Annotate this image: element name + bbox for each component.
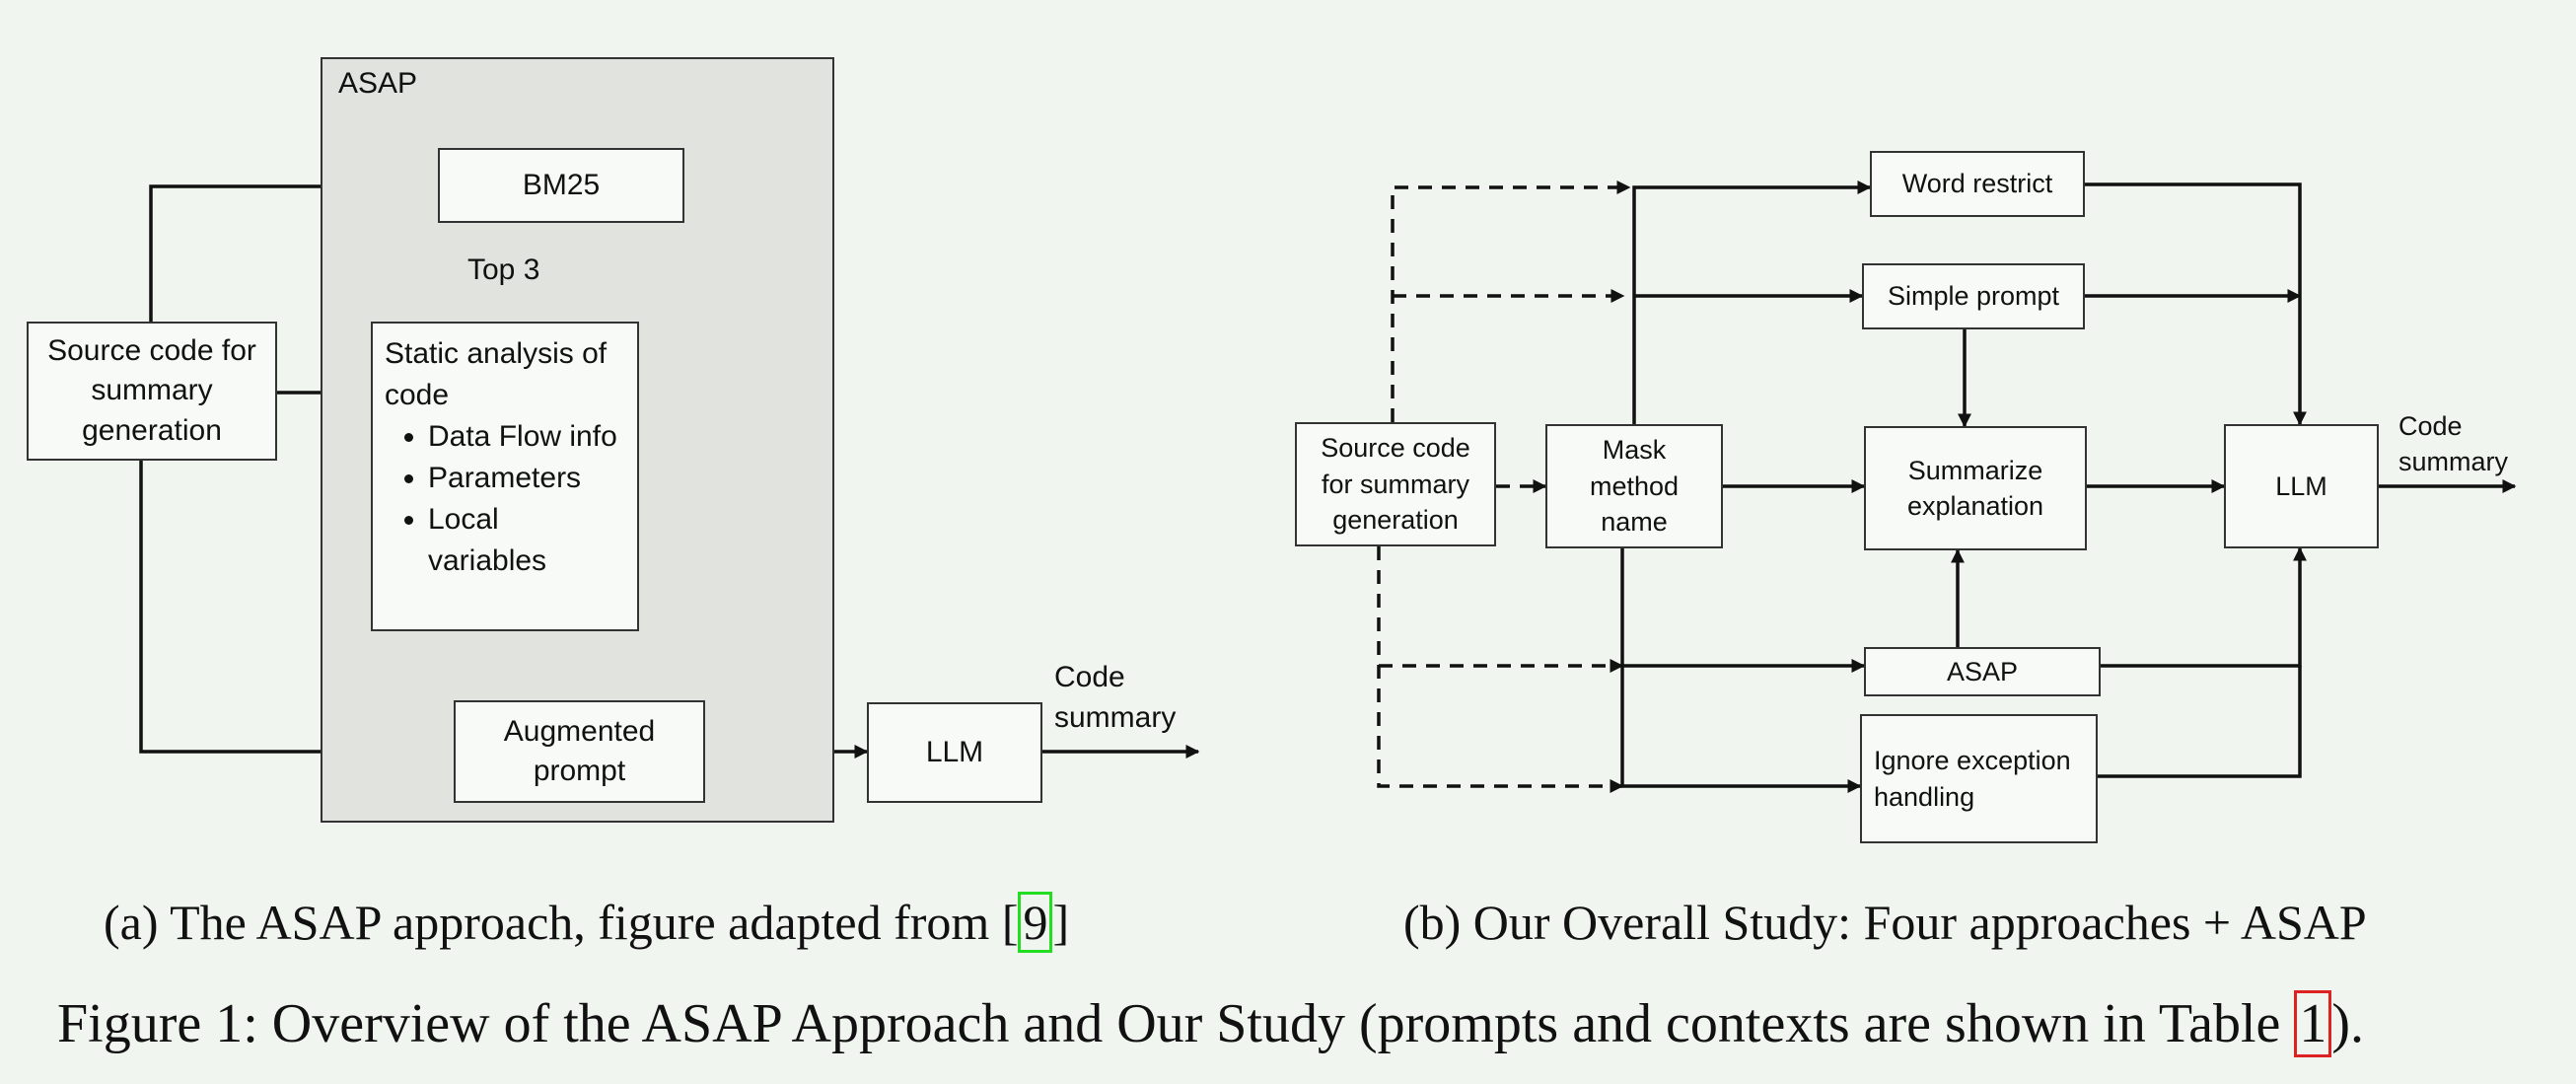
summarize-explanation-label: Summarize explanation xyxy=(1906,455,2044,521)
figure-caption-close: ). xyxy=(2331,993,2365,1054)
right-source-code-box: Source code for summary generation xyxy=(1295,422,1496,546)
right-source-code-label: Source code for summary generation xyxy=(1321,433,1470,536)
mask-method-label: Mask method name xyxy=(1589,435,1680,538)
figure-caption-text: Figure 1: Overview of the ASAP Approach … xyxy=(57,993,2295,1054)
connector-arrow-17 xyxy=(1620,548,1862,793)
static-item-data-flow: Data Flow info xyxy=(428,416,625,458)
right-llm-label: LLM xyxy=(2275,470,2327,501)
left-source-code-label: Source code for summary generation xyxy=(47,333,256,447)
caption-a-text: (a) The ASAP approach, figure adapted fr… xyxy=(104,895,1019,950)
right-code-summary-label: Code summary xyxy=(2398,411,2509,477)
connector-arrow-24 xyxy=(2101,546,2307,668)
static-analysis-title: Static analysis of code xyxy=(385,337,608,411)
static-item-local-variables: Local variables xyxy=(428,499,625,582)
left-llm-box: LLM xyxy=(867,702,1042,803)
caption-b: (b) Our Overall Study: Four approaches +… xyxy=(1403,895,2367,950)
simple-prompt-box: Simple prompt xyxy=(1862,263,2085,329)
connector-arrow-25 xyxy=(2098,666,2302,778)
right-llm-box: LLM xyxy=(2224,424,2379,548)
augmented-prompt-box: Augmented prompt xyxy=(454,700,705,803)
ignore-exception-box: Ignore exception handling xyxy=(1860,714,2098,843)
right-asap-box: ASAP xyxy=(1864,647,2101,696)
connector-arrow-9 xyxy=(1391,181,1631,422)
left-code-summary-label: Code summary xyxy=(1054,661,1177,734)
augmented-prompt-label: Augmented prompt xyxy=(503,714,656,788)
connector-arrow-21 xyxy=(2085,182,2307,426)
caption-a-ref-link[interactable]: 9 xyxy=(1018,892,1053,953)
simple-prompt-label: Simple prompt xyxy=(1887,281,2060,312)
caption-a: (a) The ASAP approach, figure adapted fr… xyxy=(104,892,1070,953)
ignore-exception-label: Ignore exception handling xyxy=(1874,746,2071,812)
top3-label: Top 3 xyxy=(467,253,540,286)
word-restrict-box: Word restrict xyxy=(1870,151,2085,217)
bm25-label: BM25 xyxy=(522,168,601,201)
bm25-box: BM25 xyxy=(438,148,684,223)
right-asap-label: ASAP xyxy=(1946,656,2019,687)
asap-panel-label: ASAP xyxy=(338,67,418,100)
static-analysis-box: Static analysis of code Data Flow info P… xyxy=(371,322,639,631)
figure-caption: Figure 1: Overview of the ASAP Approach … xyxy=(57,990,2365,1057)
mask-method-box: Mask method name xyxy=(1545,424,1723,548)
connector-arrow-14 xyxy=(1632,181,1872,424)
connector-arrow-12 xyxy=(1377,546,1624,793)
left-source-code-box: Source code for summary generation xyxy=(27,322,277,461)
word-restrict-label: Word restrict xyxy=(1901,169,2053,199)
figure-caption-table-ref-link[interactable]: 1 xyxy=(2294,990,2332,1057)
left-llm-label: LLM xyxy=(925,735,984,768)
caption-a-close: ] xyxy=(1052,895,1070,950)
static-item-parameters: Parameters xyxy=(428,458,625,499)
summarize-explanation-box: Summarize explanation xyxy=(1864,426,2087,550)
